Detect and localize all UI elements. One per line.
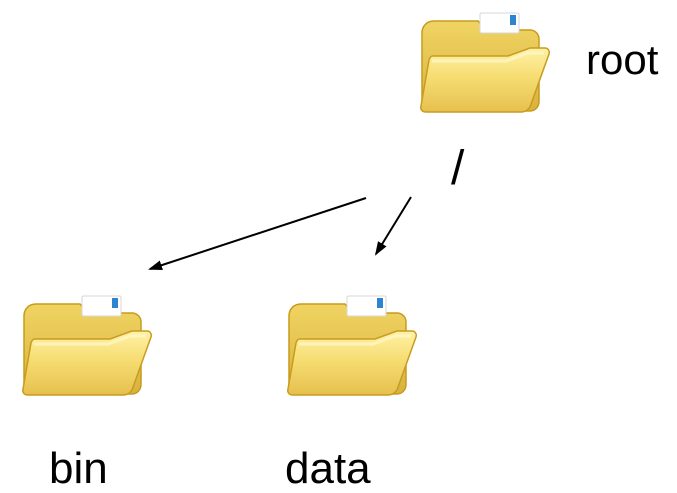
data-label: data (285, 444, 371, 493)
edge-root-data (374, 196, 412, 256)
folder-icon (21, 294, 153, 397)
path-separator-label: / (451, 142, 465, 195)
edge-root-bin (148, 197, 367, 271)
root-label: root (586, 36, 659, 83)
folder-icon (286, 294, 418, 397)
folder-data[interactable] (286, 294, 418, 397)
folder-icon (419, 11, 551, 114)
bin-label: bin (49, 444, 108, 493)
folder-root[interactable] (419, 11, 551, 114)
folder-bin[interactable] (21, 294, 153, 397)
